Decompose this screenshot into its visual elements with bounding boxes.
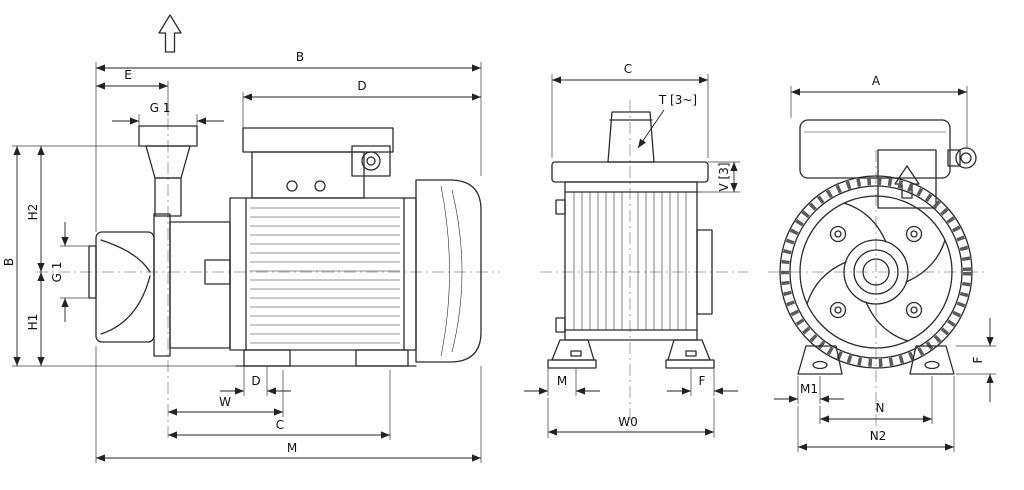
dim-label-c-front: C	[624, 62, 632, 76]
dim-g1-left: G 1	[50, 222, 89, 322]
front-centerlines	[540, 100, 748, 420]
dim-v: V [3]	[697, 161, 740, 193]
dim-label-c: C	[276, 418, 284, 432]
dim-m: M	[95, 346, 482, 463]
dim-d-bottom: D	[220, 366, 291, 396]
pump-casing	[88, 213, 231, 357]
side-centerlines	[36, 118, 500, 438]
dim-label-h1: H1	[26, 314, 40, 331]
dim-label-v: V [3]	[717, 162, 731, 191]
dim-m1: M1	[774, 376, 844, 404]
dim-label-f-end: F	[971, 356, 985, 363]
dim-label-w0: W0	[618, 415, 638, 429]
rotation-up-arrow-icon	[158, 14, 182, 53]
motor-front-body	[551, 161, 713, 341]
dim-f-end: F	[956, 318, 996, 402]
dim-label-n2: N2	[870, 429, 887, 443]
dim-label-n: N	[876, 401, 885, 415]
dim-label-b-left: B	[2, 258, 16, 266]
note-t: T [3~]	[637, 93, 697, 149]
dim-h2: H2	[26, 146, 45, 272]
dim-label-h2: H2	[26, 204, 40, 221]
orientation-up-arrow-icon	[894, 165, 920, 199]
casing-bolts	[829, 225, 923, 319]
pump-end-face	[779, 175, 973, 369]
terminal-box-end	[799, 119, 977, 209]
dim-label-m-front: M	[557, 374, 567, 388]
dim-m-front: M	[524, 368, 600, 396]
dim-w0: W0	[547, 398, 715, 438]
dim-label-m1: M1	[800, 382, 818, 396]
dim-d-top: D	[242, 79, 481, 128]
dim-label-d-top: D	[357, 79, 366, 93]
dim-h1: H1	[26, 272, 45, 366]
dim-f-front: F	[667, 368, 738, 396]
motor-body	[229, 197, 417, 351]
dim-n: N	[819, 376, 933, 424]
dim-a: A	[790, 74, 968, 148]
front-view: C T [3~] V [3] M F	[524, 62, 748, 438]
dim-label-f-front: F	[699, 374, 706, 388]
inlet-port	[138, 125, 198, 217]
dim-label-g1-left: G 1	[50, 262, 64, 283]
motor-fins	[250, 207, 400, 344]
motor-front-fins	[573, 192, 687, 330]
side-view: B E D G 1 B	[2, 14, 500, 463]
dim-b-top: B	[95, 50, 482, 232]
dim-label-d-bottom: D	[251, 374, 260, 388]
dim-label-b-top: B	[296, 50, 304, 64]
end-centerlines	[768, 150, 988, 430]
dim-label-g1-top: G 1	[150, 101, 171, 115]
dim-label-a: A	[872, 74, 881, 88]
terminal-box	[242, 127, 394, 199]
dim-w: W	[168, 370, 284, 417]
dim-g1-top: G 1	[112, 101, 224, 126]
dim-e: E	[96, 68, 169, 116]
dim-c-front: C	[551, 62, 709, 158]
dim-label-e: E	[124, 68, 132, 82]
motor-feet-end	[797, 345, 955, 375]
fan-cover	[415, 179, 482, 363]
note-label-t: T [3~]	[658, 93, 697, 107]
motor-feet-side	[235, 349, 417, 367]
end-view: A F M1 N N2	[768, 74, 996, 452]
dim-label-w: W	[219, 395, 231, 409]
motor-feet-front	[547, 339, 715, 369]
dim-n2: N2	[797, 376, 955, 452]
dim-c: C	[168, 370, 391, 440]
dim-label-m: M	[287, 441, 297, 455]
dim-b-left: B	[2, 145, 240, 367]
terminal-cap	[607, 111, 655, 163]
